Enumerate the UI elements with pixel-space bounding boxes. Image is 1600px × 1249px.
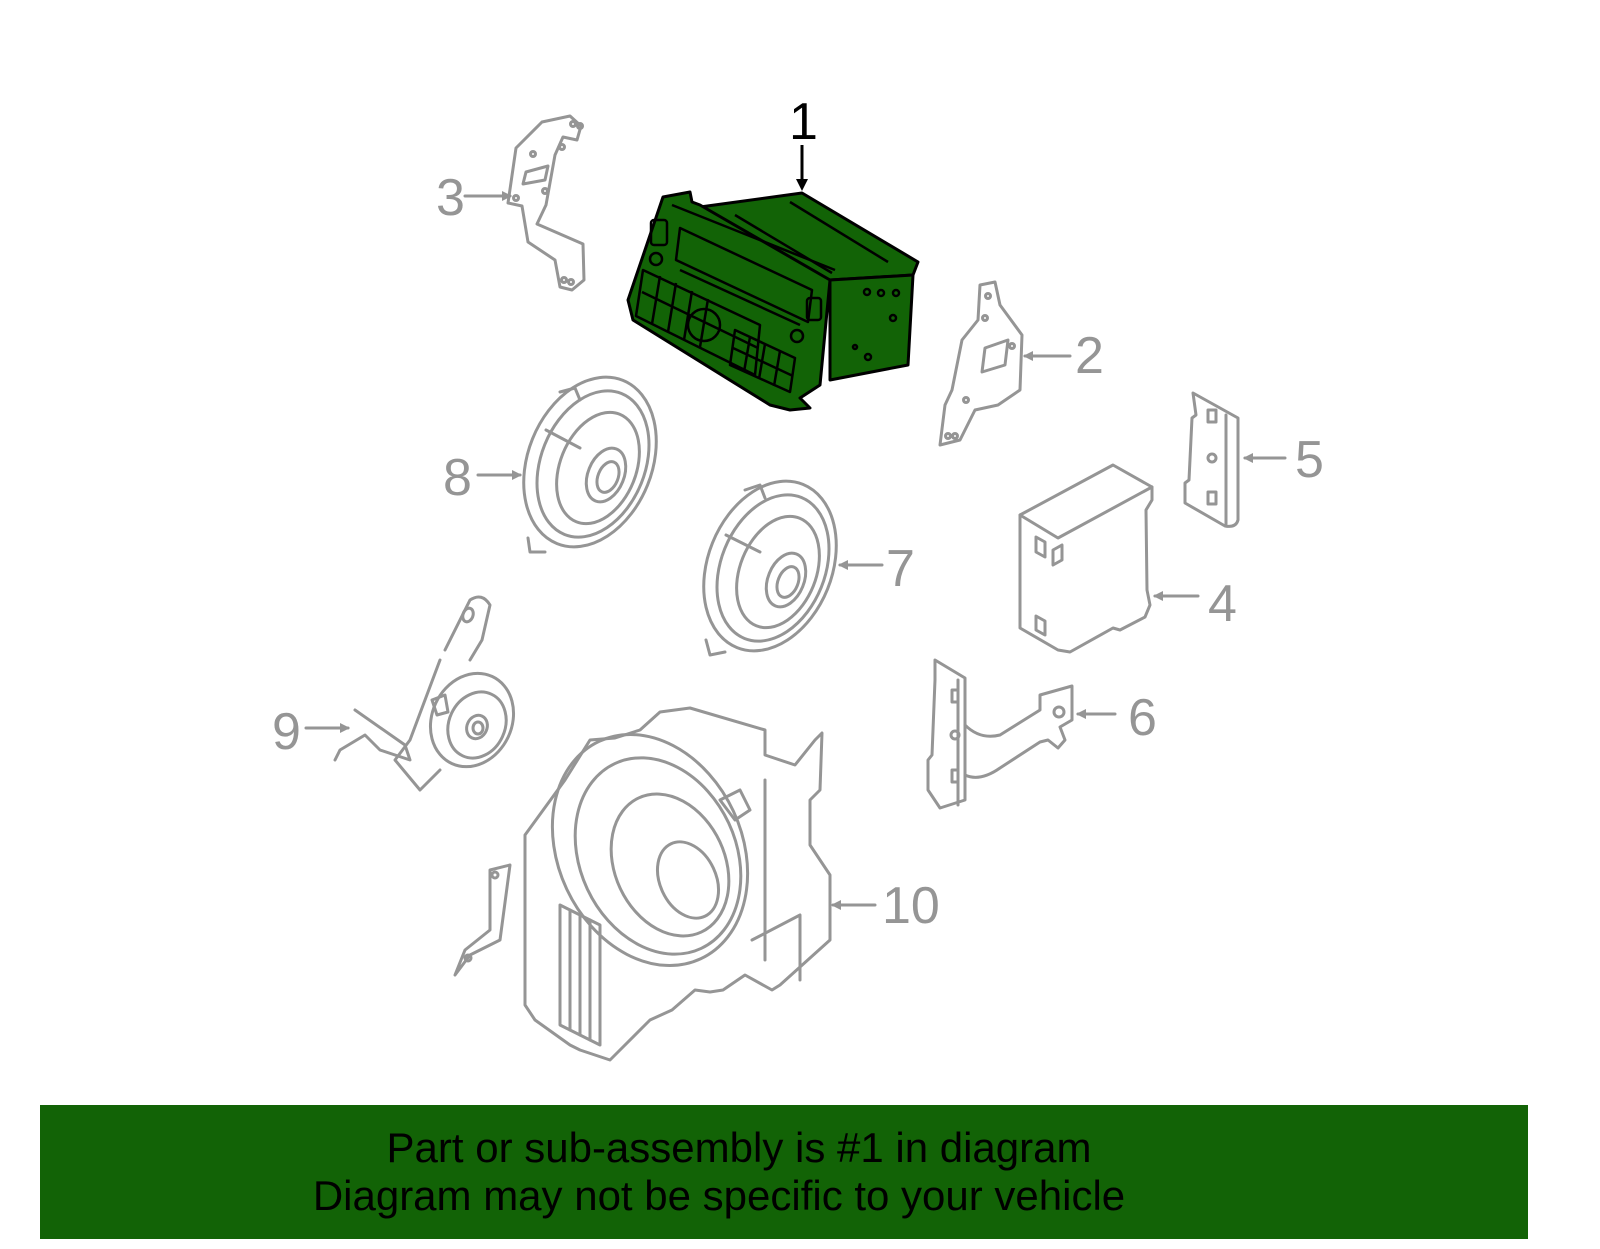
callout-8: 8 xyxy=(443,449,472,507)
part-6-mounting-bracket[interactable] xyxy=(926,658,1074,810)
part-9-tweeter[interactable] xyxy=(333,595,529,792)
part-5-module-bracket[interactable] xyxy=(1183,391,1240,528)
callout-4: 4 xyxy=(1208,575,1237,633)
callout-7: 7 xyxy=(886,540,915,598)
callout-9: 9 xyxy=(272,703,301,761)
callout-10: 10 xyxy=(882,877,940,935)
parts-diagram xyxy=(304,114,1287,1062)
part-4-module-box[interactable] xyxy=(1018,463,1154,654)
part-7-speaker[interactable] xyxy=(680,461,861,671)
callout-1: 1 xyxy=(789,93,818,151)
part-3-left-bracket[interactable] xyxy=(506,114,586,292)
callout-3: 3 xyxy=(436,169,465,227)
callout-6: 6 xyxy=(1128,689,1157,747)
info-banner: Part or sub-assembly is #1 in diagram Di… xyxy=(40,1105,1528,1239)
banner-line-disclaimer: Diagram may not be specific to your vehi… xyxy=(312,1172,1126,1219)
callout-5: 5 xyxy=(1295,431,1324,489)
part-2-right-bracket[interactable] xyxy=(938,280,1024,447)
part-10-subwoofer[interactable] xyxy=(453,702,832,1062)
part-8-speaker[interactable] xyxy=(500,357,681,567)
banner-line-part-number: Part or sub-assembly is #1 in diagram xyxy=(386,1124,1092,1171)
part-1-radio[interactable] xyxy=(626,190,920,412)
callout-2: 2 xyxy=(1075,327,1104,385)
